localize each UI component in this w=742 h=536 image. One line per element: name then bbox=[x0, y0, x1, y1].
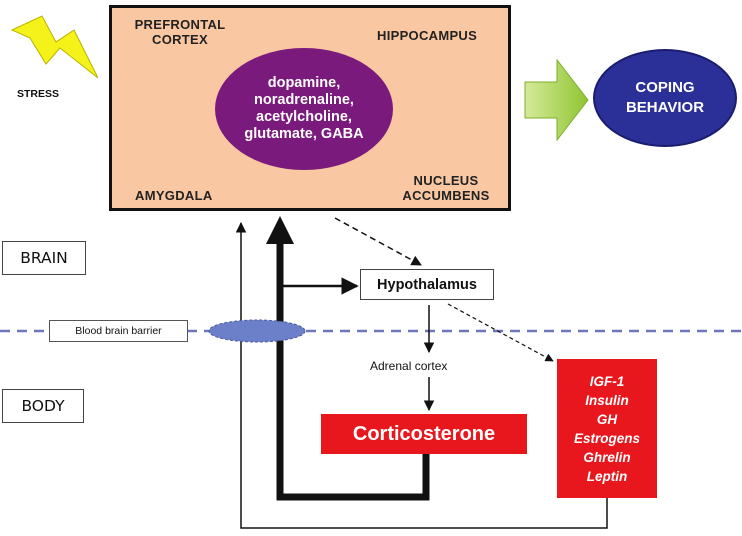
corticosterone-feedback-line bbox=[276, 240, 430, 501]
hormones-box: IGF-1 Insulin GH Estrogens Ghrelin Lepti… bbox=[557, 359, 657, 498]
brain-side-label: BRAIN bbox=[2, 241, 86, 275]
hormone-item: Estrogens bbox=[573, 430, 641, 446]
stress-label: STRESS bbox=[17, 88, 60, 100]
brain-to-hypothalamus-dashed bbox=[334, 217, 422, 266]
amygdala-label: AMYGDALA bbox=[135, 188, 213, 203]
hormone-item: Ghrelin bbox=[583, 449, 631, 465]
green-arrow-icon bbox=[524, 58, 589, 142]
coping-behavior-ellipse: COPING BEHAVIOR bbox=[593, 49, 737, 147]
hormone-item: Leptin bbox=[586, 468, 628, 484]
corticosterone-arrowhead bbox=[266, 216, 294, 244]
barrier-crossing-ellipse bbox=[208, 319, 306, 343]
lightning-bolt-icon bbox=[10, 15, 99, 79]
blood-brain-barrier-label: Blood brain barrier bbox=[49, 320, 188, 342]
hypothalamus-to-hormones-dashed bbox=[447, 303, 554, 362]
adrenal-cortex-label: Adrenal cortex bbox=[370, 359, 448, 373]
corticosterone-box: Corticosterone bbox=[321, 414, 527, 454]
hypothalamus-box: Hypothalamus bbox=[360, 269, 494, 300]
brain-regions-box: PREFRONTAL CORTEX HIPPOCAMPUS AMYGDALA N… bbox=[109, 5, 511, 211]
hippocampus-label: HIPPOCAMPUS bbox=[377, 28, 478, 43]
neurotransmitters-ellipse: dopamine, noradrenaline, acetylcholine, … bbox=[215, 48, 393, 170]
body-side-label: BODY bbox=[2, 389, 84, 423]
hormone-item: IGF-1 bbox=[589, 373, 625, 389]
hormone-feedback-line bbox=[235, 221, 608, 529]
prefrontal-cortex-label: PREFRONTAL CORTEX bbox=[134, 17, 226, 47]
nucleus-accumbens-label: NUCLEUS ACCUMBENS bbox=[402, 173, 490, 203]
hormone-item: Insulin bbox=[585, 392, 629, 408]
hormone-item: GH bbox=[596, 411, 618, 427]
